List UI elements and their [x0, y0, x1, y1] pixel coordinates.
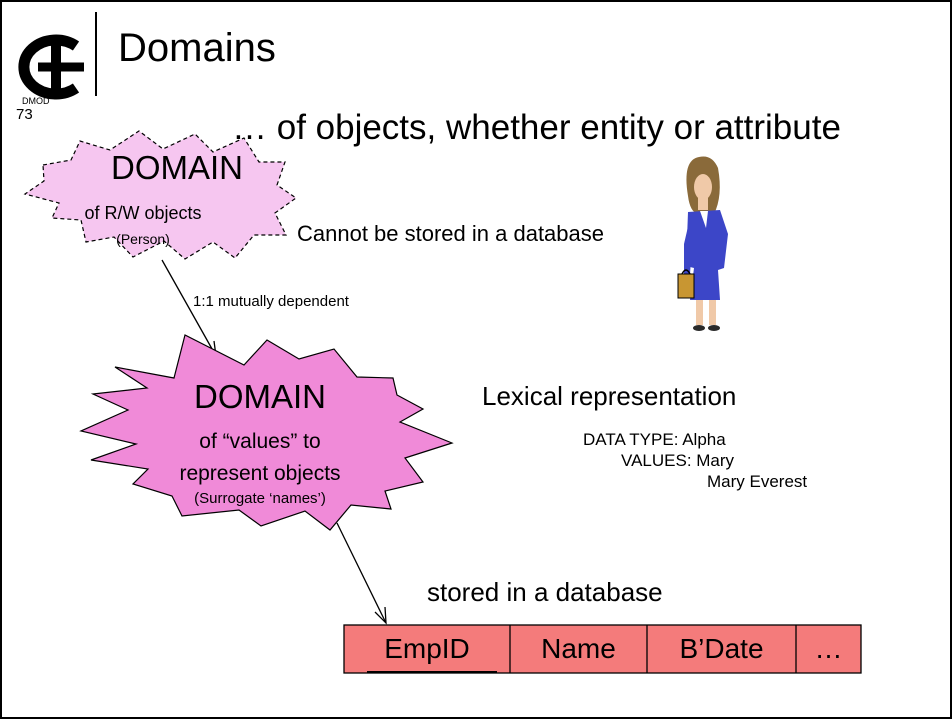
values-line: VALUES: Mary — [621, 451, 735, 470]
field-more: … — [814, 633, 843, 664]
field-bdate: B’Date — [679, 633, 764, 664]
record-link-arrow — [336, 522, 387, 625]
lexical-heading: Lexical representation — [482, 381, 737, 411]
value-domain-heading: DOMAIN — [194, 378, 326, 415]
value-domain-line1: of “values” to — [199, 430, 321, 453]
field-name: Name — [541, 633, 616, 664]
slide-number: 73 — [16, 106, 33, 123]
value-domain-line2: represent objects — [179, 462, 341, 485]
rw-domain-heading: DOMAIN — [111, 149, 243, 186]
data-type-line: DATA TYPE: Alpha — [583, 430, 726, 449]
value-domain-shape — [79, 334, 454, 531]
rw-domain-line1: of R/W objects — [84, 203, 202, 223]
person-with-briefcase-icon — [677, 156, 728, 331]
relationship-label: 1:1 mutually dependent — [193, 293, 349, 310]
rw-domain-shape — [23, 130, 298, 260]
slide-subtitle: … of objects, whether entity or attribut… — [232, 108, 841, 147]
logo-ce-icon — [18, 12, 97, 100]
rw-domain-line2: (Person) — [116, 231, 170, 247]
values-line-2: Mary Everest — [707, 472, 808, 491]
record-row — [343, 624, 862, 674]
not-stored-note: Cannot be stored in a database — [297, 221, 605, 246]
value-domain-line3: (Surrogate ‘names’) — [194, 490, 326, 507]
stored-note: stored in a database — [427, 577, 663, 607]
slide-title: Domains — [118, 26, 276, 70]
slide-code: DMOD — [22, 96, 50, 106]
field-empid: EmpID — [384, 633, 470, 664]
